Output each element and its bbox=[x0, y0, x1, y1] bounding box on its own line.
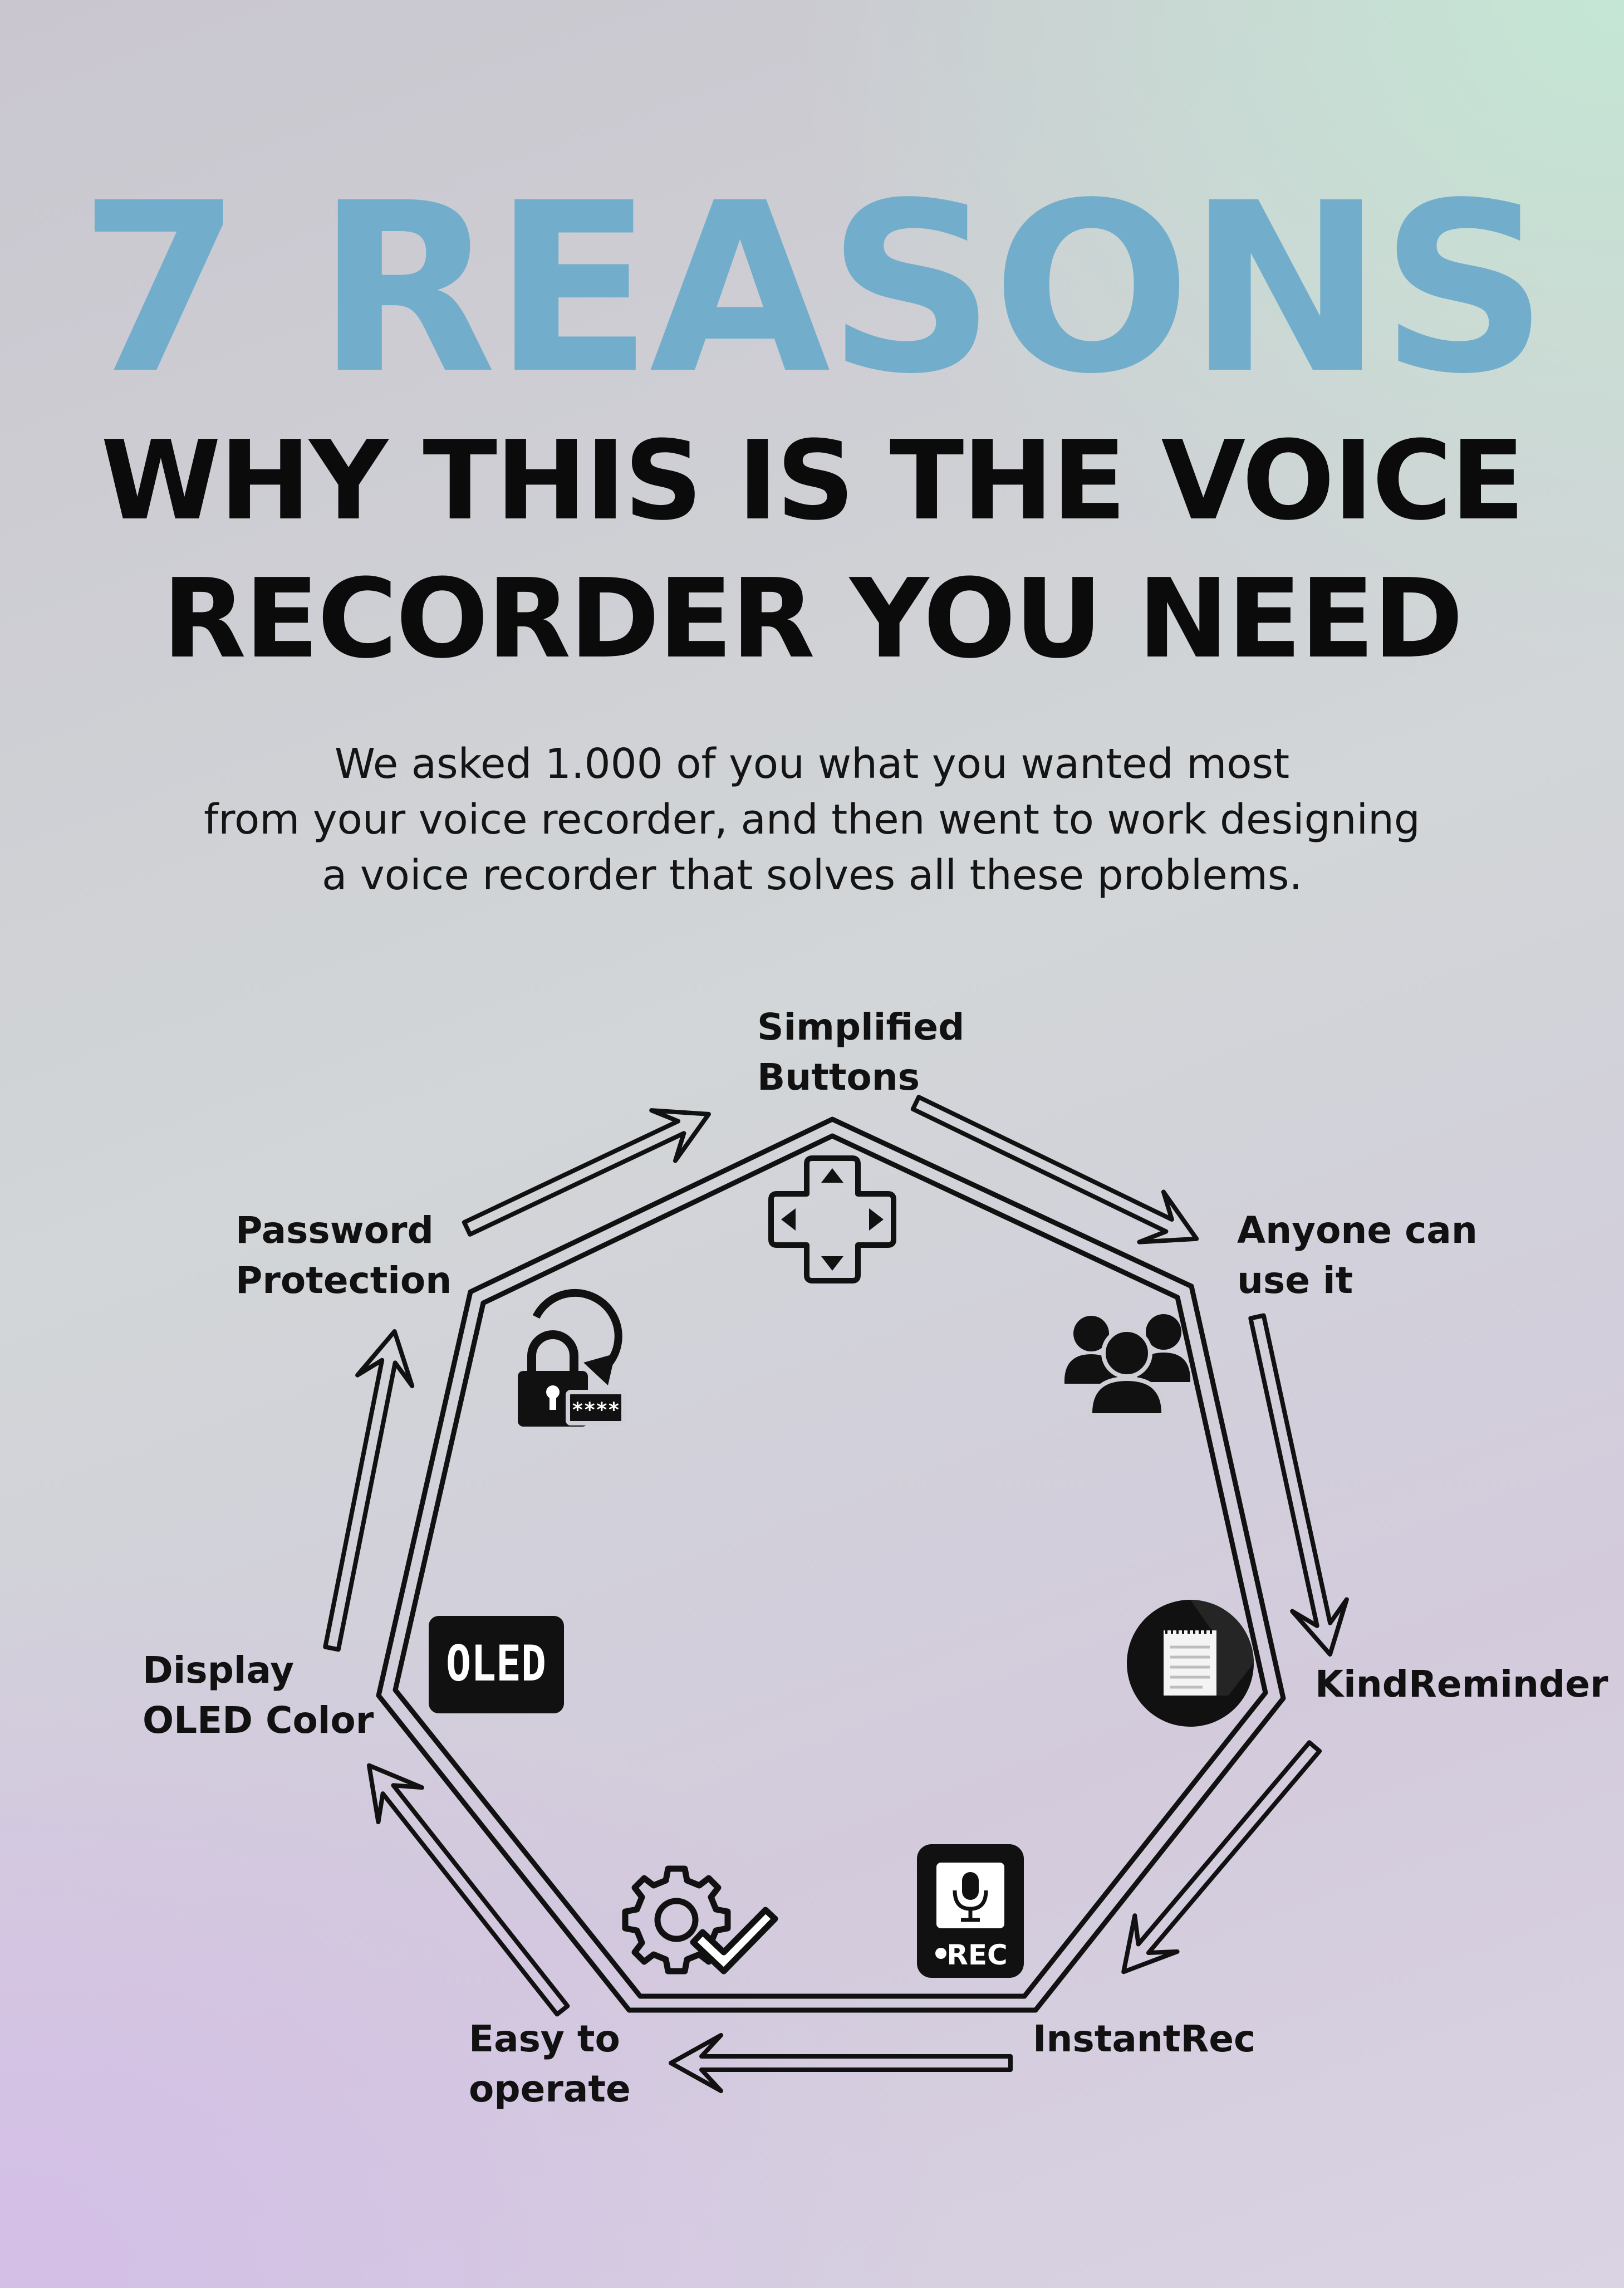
arrow-easy-to-display bbox=[366, 1763, 570, 2017]
reason-label-instantrec: InstantRec bbox=[1033, 2017, 1256, 2060]
intro-paragraph: We asked 1.000 of you what you wanted mo… bbox=[0, 736, 1624, 903]
lock-password-icon: **** bbox=[518, 1288, 626, 1427]
heptagon-inner bbox=[392, 1133, 1268, 1999]
arrow-password-to-buttons bbox=[462, 1108, 711, 1237]
notepad-icon bbox=[1127, 1600, 1254, 1727]
arrow-reminder-to-instantrec bbox=[1121, 1740, 1322, 1975]
page-subtitle: WHY THIS IS THE VOICE RECORDER YOU NEED bbox=[0, 412, 1624, 688]
heptagon-outline bbox=[376, 1116, 1286, 2013]
oled-label: OLED bbox=[446, 1635, 546, 1692]
arrow-instantrec-to-easy bbox=[669, 2033, 1013, 2093]
subtitle-line-1: WHY THIS IS THE VOICE bbox=[100, 418, 1525, 545]
cycle-arrows bbox=[323, 1095, 1349, 2093]
page-title: 7 REASONS bbox=[78, 153, 1548, 425]
password-mask: **** bbox=[572, 1399, 620, 1422]
rec-label: REC bbox=[946, 1939, 1007, 1971]
oled-display-icon: OLED bbox=[429, 1616, 564, 1713]
arrow-anyone-to-reminder bbox=[1248, 1313, 1349, 1657]
intro-line-2: from your voice recorder, and then went … bbox=[204, 796, 1420, 844]
dpad-icon bbox=[768, 1155, 896, 1283]
users-icon bbox=[1064, 1314, 1191, 1418]
reason-label-easy-to-operate: Easy to operate bbox=[469, 2017, 631, 2110]
reason-label-password-protection: Password Protection bbox=[235, 1209, 452, 1302]
reason-label-display-oled-color: Display OLED Color bbox=[143, 1649, 374, 1742]
arrow-display-to-password bbox=[323, 1329, 415, 1652]
subtitle-line-2: RECORDER YOU NEED bbox=[162, 556, 1463, 683]
reason-label-anyone-can-use-it: Anyone can use it bbox=[1237, 1209, 1478, 1302]
gear-check-icon bbox=[622, 1865, 778, 1975]
heptagon-outer bbox=[376, 1116, 1286, 2013]
reason-label-simplified-buttons: Simplified Buttons bbox=[757, 1006, 965, 1099]
rec-microphone-icon: REC bbox=[917, 1844, 1024, 1978]
reason-label-kindreminder: KindReminder bbox=[1315, 1663, 1608, 1706]
arrow-buttons-to-anyone bbox=[910, 1095, 1199, 1245]
intro-line-1: We asked 1.000 of you what you wanted mo… bbox=[334, 740, 1290, 788]
intro-line-3: a voice recorder that solves all these p… bbox=[322, 851, 1302, 899]
